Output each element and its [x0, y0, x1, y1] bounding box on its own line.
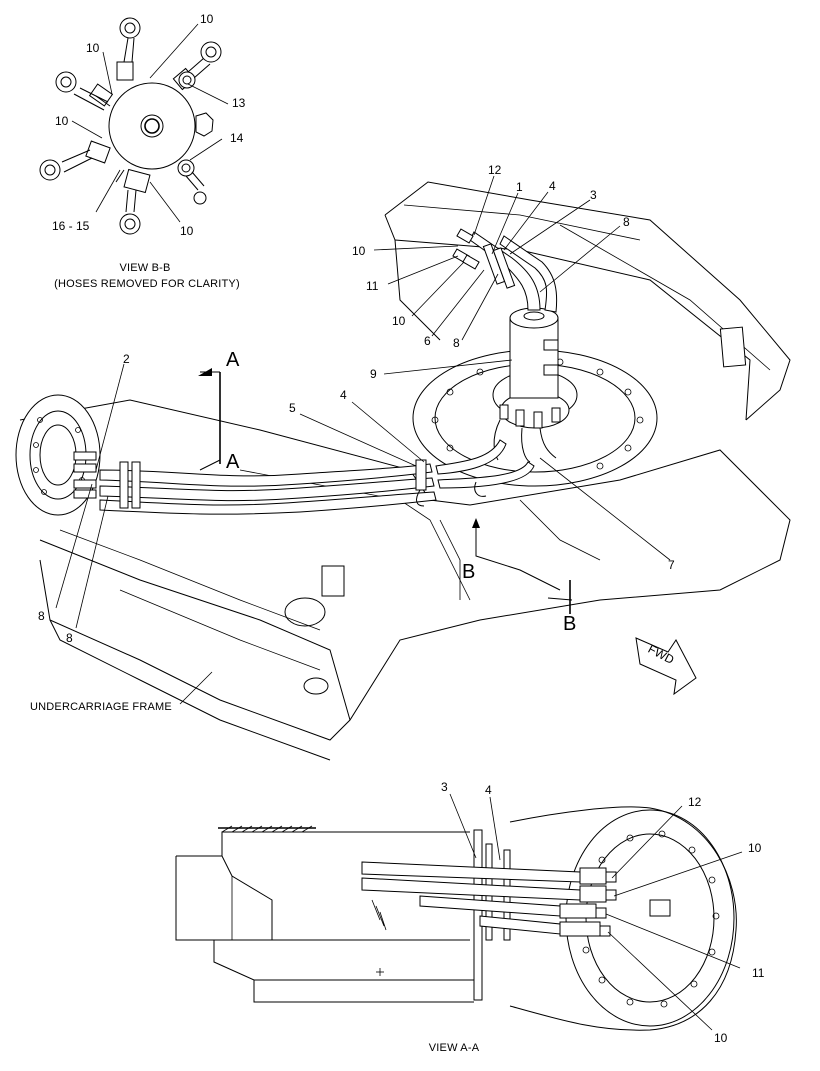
callout-main-6: 6	[424, 334, 431, 348]
callout-main-11: 11	[366, 279, 379, 293]
callout-aa-10b: 10	[714, 1031, 728, 1045]
callout-main-1: 1	[516, 180, 523, 194]
undercarriage-frame-label: UNDERCARRIAGE FRAME	[30, 701, 172, 713]
section-marker-a-top: A	[226, 349, 240, 371]
view-aa-title: VIEW A-A	[429, 1042, 480, 1054]
callout-aa-3: 3	[441, 780, 448, 794]
callout-bb-10d: 10	[180, 224, 194, 238]
callout-main-3: 3	[590, 188, 597, 202]
callout-aa-10a: 10	[748, 841, 762, 855]
callout-main-10b: 10	[392, 314, 406, 328]
callout-aa-4: 4	[485, 783, 492, 797]
view-bb-subtitle: (HOSES REMOVED FOR CLARITY)	[54, 278, 240, 290]
section-marker-a-bottom: A	[226, 451, 240, 473]
callout-aa-11: 11	[752, 966, 765, 980]
main-view-drawing	[15, 175, 791, 761]
callout-main-2: 2	[123, 352, 130, 366]
callout-main-5: 5	[289, 401, 296, 415]
callout-main-4: 4	[549, 179, 556, 193]
callout-main-12: 12	[488, 163, 502, 177]
section-marker-b-left: B	[462, 561, 475, 583]
callout-main-8d: 8	[66, 631, 73, 645]
callout-main-8: 8	[623, 215, 630, 229]
callout-bb-13: 13	[232, 96, 246, 110]
section-marker-b-right: B	[563, 613, 576, 635]
callout-bb-10b: 10	[86, 41, 100, 55]
callout-bb-14: 14	[230, 131, 244, 145]
callout-bb-10a: 10	[200, 12, 214, 26]
fwd-arrow	[635, 637, 697, 696]
view-bb-drawing	[39, 17, 229, 235]
callout-aa-12: 12	[688, 795, 702, 809]
callout-main-9: 9	[370, 367, 377, 381]
callout-main-8c: 8	[38, 609, 45, 623]
callout-main-10a: 10	[352, 244, 366, 258]
callout-main-7: 7	[668, 558, 675, 572]
view-aa-drawing	[175, 793, 743, 1031]
callout-main-8b: 8	[453, 336, 460, 350]
view-bb-title: VIEW B-B	[119, 262, 170, 274]
callout-bb-10c: 10	[55, 114, 69, 128]
callout-main-4b: 4	[340, 388, 347, 402]
callout-bb-16-15: 16 - 15	[52, 219, 90, 233]
